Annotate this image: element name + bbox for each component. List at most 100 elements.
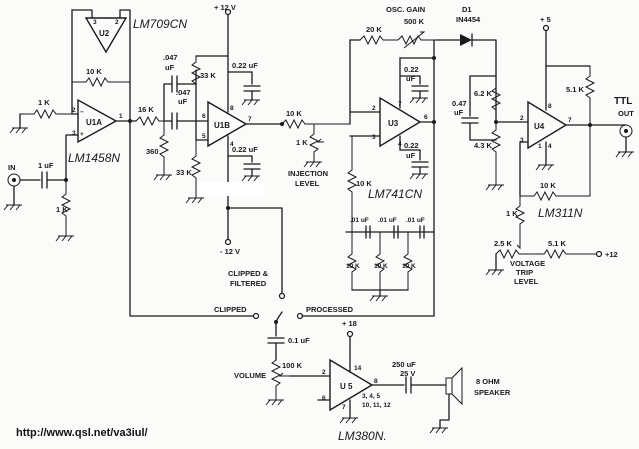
pin-label: 8	[230, 105, 234, 112]
capacitor-01-c: .01 uF	[406, 217, 425, 239]
ground-symbol	[303, 161, 322, 168]
pin-label: 1	[119, 113, 123, 120]
u1b-opamp: U1B 6 5 7 8 4	[202, 100, 252, 148]
diode-label: IN4454	[456, 15, 481, 24]
pot-label: VOLTAGE	[510, 259, 545, 268]
pin-label: 6	[424, 114, 428, 121]
resistor-10k-c: 10 K	[402, 232, 416, 290]
pot-25k-trip: 2.5 K VOLTAGE TRIP LEVEL	[494, 239, 545, 286]
capacitor-label: uF	[406, 151, 416, 160]
junction	[494, 120, 498, 124]
wire	[469, 122, 497, 141]
junction	[226, 206, 230, 210]
terminal	[346, 330, 354, 338]
resistor-label: 1 K	[56, 205, 68, 214]
capacitor-022-bot: 0.22 uF	[232, 145, 261, 170]
resistor-43k: 4.3 K	[474, 122, 502, 185]
wire	[519, 141, 529, 197]
junction	[432, 120, 436, 124]
resistor-10k-u4: 10 K	[520, 125, 591, 202]
resistor-10k-a: 10 K	[346, 232, 360, 290]
pin-label: 4	[548, 143, 552, 150]
u3-label: U3	[388, 119, 399, 128]
pin-label: 2	[520, 115, 524, 122]
pin-label: 4	[230, 141, 234, 148]
ground-symbol	[185, 197, 204, 204]
capacitor-label: 0.1 uF	[288, 336, 310, 345]
speaker-8ohm: 8 OHM SPEAKER	[445, 366, 511, 406]
u2-label: U2	[99, 29, 110, 38]
svg-text:+: +	[80, 131, 84, 138]
supply-label: - 12 V	[220, 247, 240, 256]
source-url: http://www.qsl.net/va3iul/	[16, 427, 148, 439]
supply-label: + 12 V	[214, 3, 236, 12]
switch-contact	[252, 312, 260, 320]
capacitor-label: .047	[176, 88, 191, 97]
supply-label: + 18	[342, 319, 357, 328]
resistor-16k: 16 K	[135, 105, 164, 127]
resistor-10k-u3: 10 K	[346, 136, 372, 232]
svg-text:−: −	[80, 109, 84, 116]
resistor-label: 500 K	[404, 17, 425, 26]
ground-symbol	[409, 90, 428, 104]
pin-label: 3	[72, 130, 76, 137]
u2-opamp: U2 3 2	[84, 17, 128, 54]
terminal	[542, 24, 550, 32]
capacitor-label: 0.22	[404, 141, 419, 150]
resistor-label: 4.3 K	[474, 141, 493, 150]
pin-label: 2	[72, 107, 76, 114]
resistor-62k: 6.2 K	[474, 76, 502, 122]
wire	[439, 393, 450, 429]
capacitor-label: 25 V	[400, 369, 415, 378]
resistor-1k-input: 1 K	[20, 98, 72, 120]
u5-label: U 5	[340, 382, 353, 391]
capacitor-label: 0.22 uF	[232, 145, 258, 154]
capacitor-label: uF	[178, 97, 188, 106]
ground-symbol	[485, 269, 504, 276]
wire	[349, 111, 381, 125]
terminal	[595, 250, 603, 258]
capacitor-label: uF	[406, 74, 416, 83]
ground-symbol	[429, 427, 448, 434]
ground-symbol	[369, 289, 388, 302]
wire	[46, 134, 79, 181]
speaker-label: SPEAKER	[474, 388, 511, 397]
ground-symbol	[615, 136, 634, 158]
switch-label: CLIPPED	[214, 305, 247, 314]
wire	[71, 9, 93, 19]
pin-label: 3	[93, 19, 97, 26]
pot-label: LEVEL	[514, 277, 539, 286]
capacitor-022-u3-top: 0.22 uF	[404, 65, 429, 92]
capacitor-label: uF	[165, 63, 175, 72]
u4-comparator: U4 2 3 8 7 4 1	[520, 100, 572, 150]
terminal	[224, 8, 232, 16]
ground-symbol	[485, 184, 504, 191]
pot-1k-injection: 1 K INJECTION LEVEL	[288, 124, 328, 188]
resistor-10k-feedback: 10 K	[72, 67, 130, 88]
pin-label: 2	[372, 105, 376, 112]
resistor-51k-bot: 5.1 K	[530, 239, 596, 260]
ground-symbol	[55, 235, 74, 242]
ground-symbol	[409, 166, 428, 180]
pot-label: INJECTION	[288, 169, 328, 178]
resistor-label: 1 K	[296, 138, 308, 147]
resistor-label: 10 K	[286, 109, 302, 118]
capacitor-022-top: 0.22 uF	[232, 61, 261, 92]
wire	[129, 120, 255, 317]
pot-100k-volume: 100 K VOLUME	[234, 359, 303, 400]
pin-label: 14	[354, 365, 362, 372]
resistor-10k-injection: 10 K	[281, 109, 350, 130]
capacitor-label: .01 uF	[406, 217, 425, 224]
capacitor-01-a: .01 uF	[350, 217, 371, 239]
pot-label: TRIP	[516, 268, 533, 277]
u5-amplifier: U 5 2 6 14 8 7 3, 4, 5 10, 11, 12	[322, 358, 391, 412]
resistor-360: 360	[146, 121, 170, 175]
capacitor-label: .01 uF	[378, 217, 397, 224]
lm741-label: LM741CN	[368, 187, 422, 201]
junction	[432, 56, 436, 60]
resistor-label: 5.1 K	[548, 239, 567, 248]
speaker-label: 8 OHM	[476, 377, 500, 386]
pin-label: 8	[374, 378, 378, 385]
pin-label: 6	[202, 113, 206, 120]
pin-label: 2	[322, 369, 326, 376]
